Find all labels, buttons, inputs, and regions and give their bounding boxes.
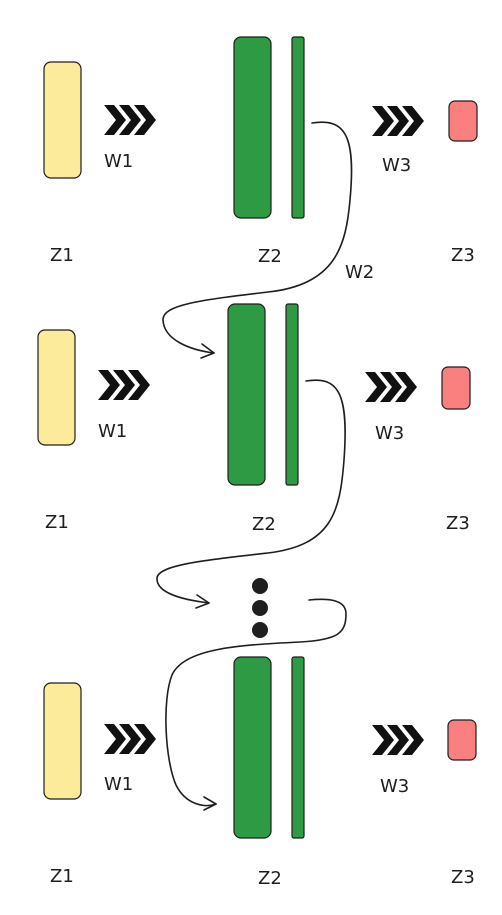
w3-label: W3	[380, 776, 409, 797]
z3-block	[448, 100, 478, 142]
arrowhead-icon	[195, 594, 210, 609]
z2-label: Z2	[258, 246, 282, 267]
row-1: W1 W3 Z1 Z2 Z3 W2	[43, 36, 478, 283]
z2-main-block	[233, 36, 272, 219]
z2-label: Z2	[252, 514, 276, 535]
z2-main-block	[227, 303, 266, 486]
z1-block	[43, 61, 82, 179]
z1-block	[37, 329, 76, 446]
vertical-ellipsis-icon	[252, 578, 268, 638]
connector-row2-to-ellipsis	[156, 379, 346, 609]
z1-label: Z1	[50, 245, 74, 266]
z3-label: Z3	[451, 245, 475, 266]
w1-label: W1	[104, 774, 133, 795]
w3-label: W3	[382, 155, 411, 176]
w3-chevron-icon	[372, 725, 424, 755]
row-3: W1 W3 Z1 Z2 Z3	[43, 656, 477, 889]
z3-block	[441, 366, 471, 410]
arrowhead-icon	[200, 343, 215, 359]
z3-block	[447, 719, 477, 761]
z1-block	[43, 682, 82, 800]
z1-label: Z1	[45, 512, 69, 533]
w1-label: W1	[104, 151, 133, 172]
connector-ellipsis-to-row3	[165, 598, 347, 811]
arrowhead-icon	[203, 796, 217, 811]
connector-row1-to-row2	[162, 121, 353, 359]
w1-chevron-icon	[104, 724, 156, 754]
z2-thin-block	[285, 303, 299, 486]
z2-thin-block	[291, 656, 305, 839]
z2-thin-block	[291, 36, 305, 219]
w2-label: W2	[345, 262, 374, 283]
w1-label: W1	[98, 421, 127, 442]
z3-label: Z3	[451, 867, 475, 888]
z2-label: Z2	[258, 868, 282, 889]
w3-label: W3	[375, 423, 404, 444]
w3-chevron-icon	[365, 372, 417, 402]
z3-label: Z3	[446, 513, 470, 534]
z2-main-block	[233, 656, 272, 839]
w1-chevron-icon	[104, 105, 156, 135]
w1-chevron-icon	[98, 370, 150, 400]
z1-label: Z1	[50, 866, 74, 887]
w3-chevron-icon	[372, 106, 424, 136]
row-2: W1 W3 Z1 Z2 Z3	[37, 303, 471, 535]
